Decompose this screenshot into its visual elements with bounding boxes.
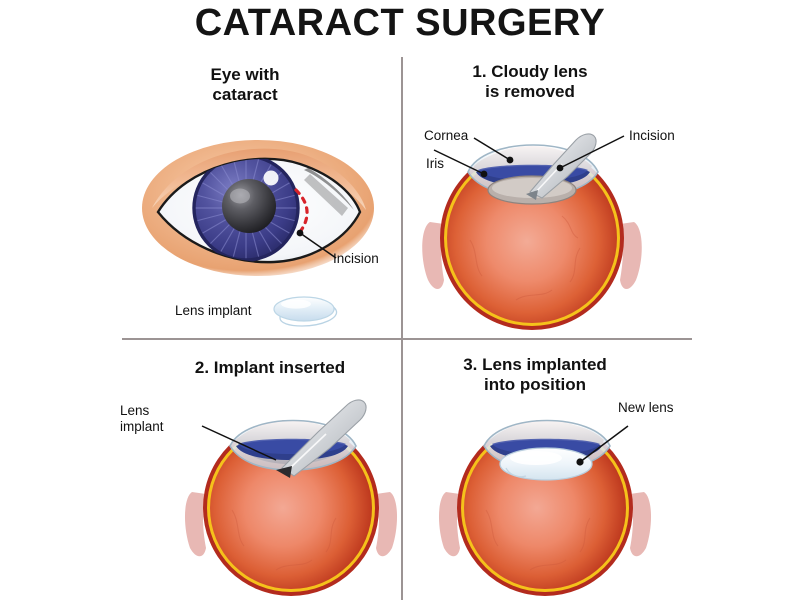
lens-highlight bbox=[281, 299, 311, 309]
eye-muscle-left-q4 bbox=[438, 492, 460, 557]
incision-leader-line bbox=[299, 232, 337, 259]
panel-heading-eye-with-cataract: Eye with cataract bbox=[210, 65, 280, 105]
iris-leader-line bbox=[433, 149, 485, 175]
lid-crease-shadow bbox=[304, 174, 348, 216]
eye-cross-section-step2 bbox=[184, 399, 398, 596]
page-title: CATARACT SURGERY bbox=[194, 2, 606, 44]
new-lens-haptic bbox=[505, 467, 527, 478]
cornea-leader-line bbox=[473, 137, 511, 161]
iris-rim bbox=[192, 158, 300, 262]
divider-vertical bbox=[401, 57, 403, 600]
eye-muscle-left bbox=[422, 222, 444, 289]
label-iris: Iris bbox=[426, 156, 444, 171]
retinal-vessels-q4 bbox=[485, 509, 591, 571]
globe-interior-q3 bbox=[210, 427, 372, 589]
retinal-vessels bbox=[469, 215, 581, 301]
iris-highlight bbox=[263, 170, 279, 186]
globe-interior bbox=[447, 153, 617, 323]
label-new-lens: New lens bbox=[618, 400, 674, 415]
label-lens-implant-q3: Lens implant bbox=[120, 403, 164, 434]
eye-muscle-right-q3 bbox=[376, 492, 398, 557]
panel-heading-cloudy-lens-removed: 1. Cloudy lens is removed bbox=[472, 62, 588, 102]
eye-cross-section-step3 bbox=[438, 419, 652, 596]
retinal-vessels-q3 bbox=[231, 509, 337, 571]
cataract-pupil bbox=[222, 179, 276, 233]
label-incision-q2: Incision bbox=[629, 128, 675, 143]
upper-eyelid bbox=[152, 148, 366, 210]
eye-muscle-left-q3 bbox=[184, 492, 206, 557]
injector-tip bbox=[276, 466, 292, 478]
panel-heading-lens-implanted: 3. Lens implanted into position bbox=[463, 355, 607, 395]
new-lens-leader-line bbox=[579, 425, 629, 463]
pupil-highlight bbox=[230, 188, 250, 204]
divider-horizontal bbox=[122, 338, 692, 340]
label-lens-implant-q1: Lens implant bbox=[175, 303, 252, 318]
instrument-tip bbox=[526, 190, 538, 200]
eye-cross-section-step1 bbox=[422, 133, 642, 330]
lens-implant-leader-line-q3 bbox=[201, 425, 277, 461]
panel-heading-implant-inserted: 2. Implant inserted bbox=[194, 358, 346, 377]
label-incision-q1: Incision bbox=[333, 251, 379, 266]
eye-muscle-right bbox=[620, 222, 642, 289]
eye-muscle-right-q4 bbox=[630, 492, 652, 557]
surgical-injector bbox=[276, 399, 367, 478]
incision-dashed-arc bbox=[294, 188, 309, 234]
iris-band-highlight-q4 bbox=[492, 438, 600, 454]
eye-with-cataract-illustration bbox=[142, 140, 374, 276]
incision-leader-line-q2 bbox=[559, 135, 625, 169]
label-cornea: Cornea bbox=[424, 128, 469, 143]
lens-implant-illustration bbox=[273, 296, 338, 327]
new-lens-highlight bbox=[510, 451, 562, 465]
lash-shadow bbox=[304, 168, 354, 210]
